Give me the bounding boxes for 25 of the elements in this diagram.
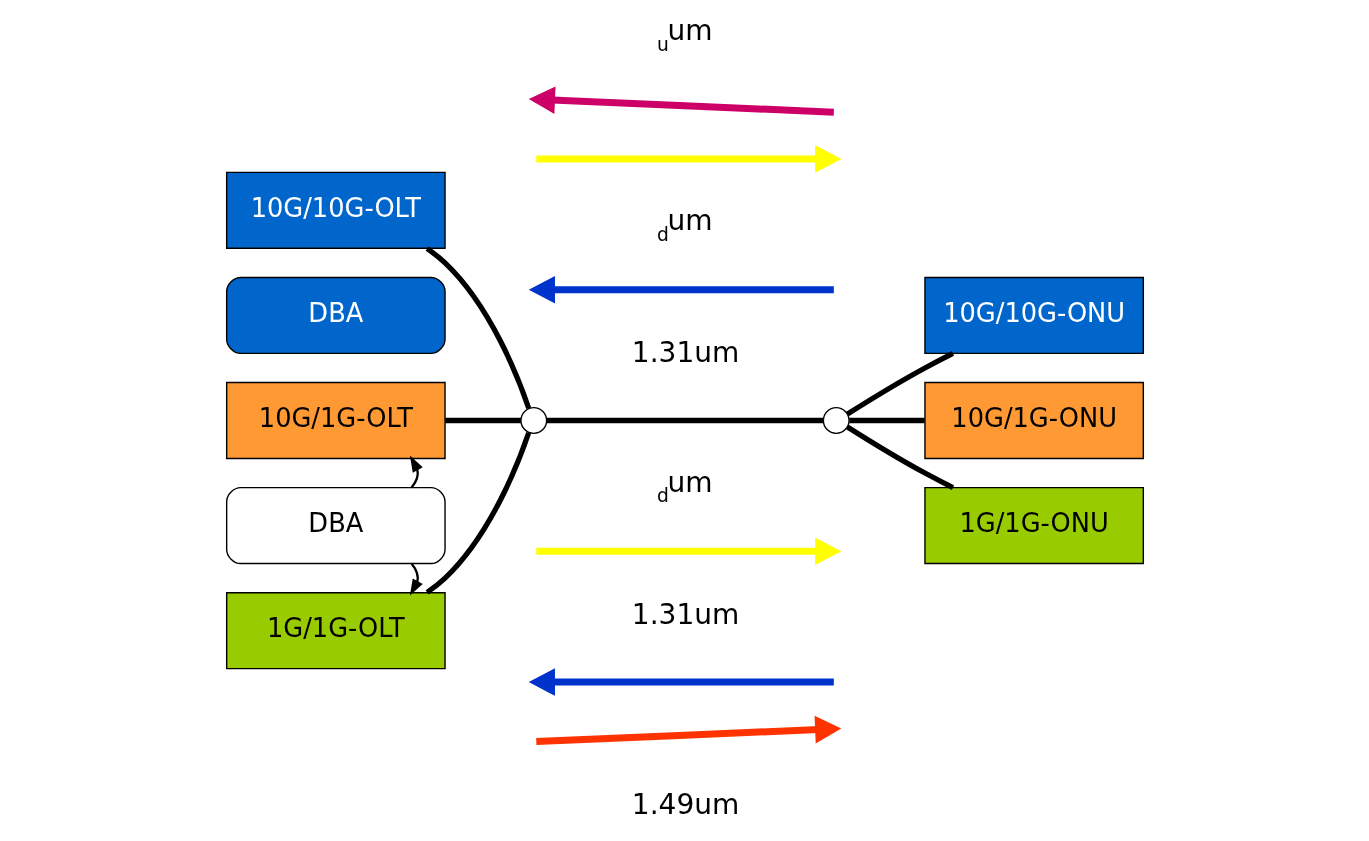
connector [425,431,531,595]
node-box: 1G/1G-ONU [923,486,1144,565]
label: $_{u}$um [656,14,713,55]
connector [845,424,954,490]
arrow [409,563,423,596]
connector [848,417,925,424]
node-box: 1G/1G-OLT [225,592,446,670]
node-box: 10G/10G-ONU [923,276,1144,355]
node-box: 10G/1G-ONU [923,381,1144,460]
connector [845,351,954,417]
connector [444,417,521,424]
label: 1.31um [631,597,739,631]
arrow [409,455,423,489]
node-circle [519,406,547,435]
label: $_{d}$um [656,204,713,245]
connector [546,417,823,424]
node-box: 10G/10G-OLT [225,171,446,249]
node-box: DBA [225,276,446,355]
node-circle [822,406,850,435]
connector [425,246,531,410]
node-box: DBA [225,486,446,565]
label: 1.31um [631,336,739,370]
node-box: 10G/1G-OLT [225,381,446,460]
label: 1.49um [631,788,739,822]
label: $_{d}$um [656,465,713,507]
